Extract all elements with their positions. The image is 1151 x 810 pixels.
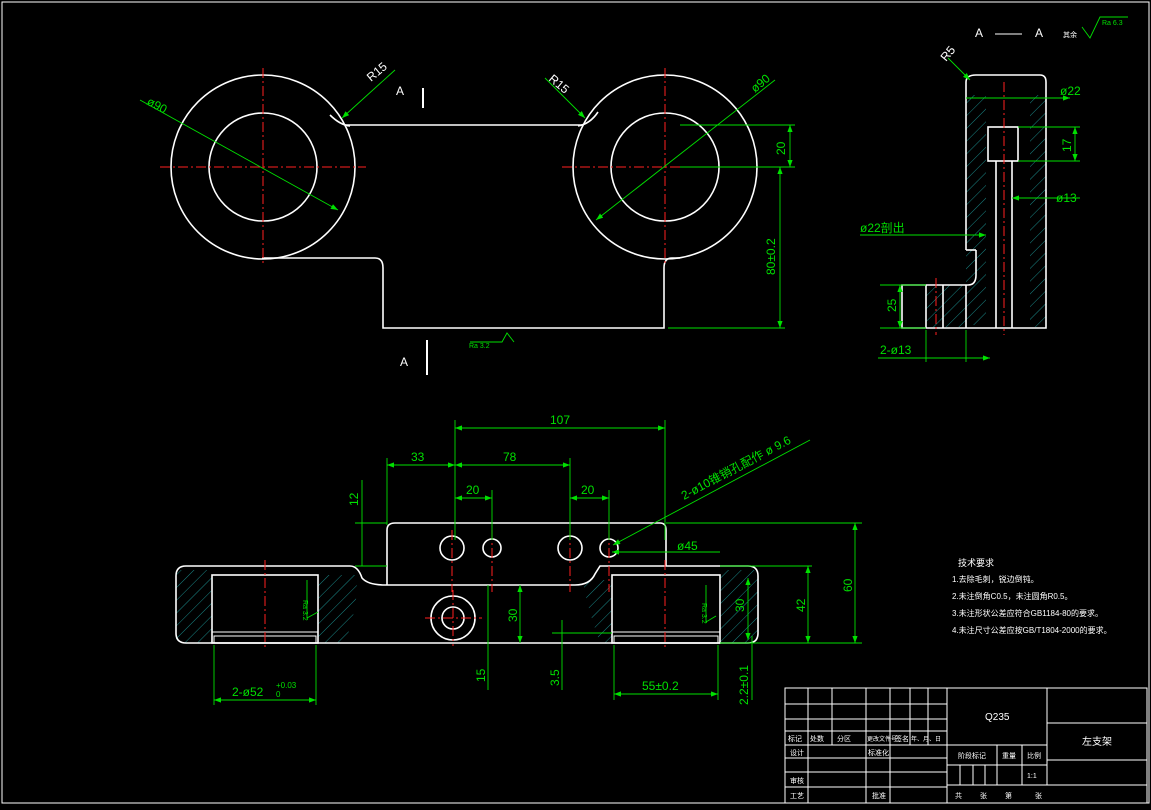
tb-row-process: 工艺 bbox=[790, 792, 804, 800]
section-title-a: A bbox=[975, 26, 983, 40]
dim-d22-through: ø22剖出 bbox=[860, 221, 905, 235]
dim-78: 78 bbox=[503, 450, 517, 464]
top-view bbox=[139, 68, 795, 375]
dim-d52-tol-lower: 0 bbox=[276, 690, 281, 699]
dim-12: 12 bbox=[347, 492, 361, 506]
tb-bottom-2: 第 bbox=[1005, 791, 1012, 800]
tb-header-3: 更改文件号 bbox=[867, 735, 897, 743]
dim-r15-right: R15 bbox=[546, 72, 572, 97]
tech-note-2: 2.未注倒角C0.5，未注圆角R0.5。 bbox=[952, 591, 1072, 601]
tb-bottom-1: 张 bbox=[980, 791, 987, 800]
dim-30-right: 30 bbox=[733, 598, 747, 612]
tb-bottom-3: 张 bbox=[1035, 791, 1042, 800]
tb-row-review: 审核 bbox=[790, 776, 804, 785]
dim-2-d13: 2-ø13 bbox=[880, 343, 912, 357]
dim-20a: 20 bbox=[466, 483, 480, 497]
front-view bbox=[175, 420, 862, 705]
dim-20: 20 bbox=[774, 141, 788, 155]
tb-scale-label: 比例 bbox=[1027, 751, 1041, 760]
dim-15: 15 bbox=[474, 668, 488, 682]
title-block bbox=[784, 687, 1148, 804]
rest-roughness: Ra 6.3 bbox=[1102, 20, 1123, 27]
dim-d45: ø45 bbox=[677, 539, 698, 553]
roughness-top: Ra 3.2 bbox=[469, 343, 490, 350]
tb-scale: 1:1 bbox=[1027, 773, 1037, 780]
section-view bbox=[860, 16, 1128, 362]
tb-header-5: 年、月、日 bbox=[911, 735, 941, 743]
dim-107: 107 bbox=[550, 413, 570, 427]
tb-stage-mark: 阶段标记 bbox=[958, 751, 986, 760]
dim-d22: ø22 bbox=[1060, 84, 1081, 98]
dim-dia-left: ø90 bbox=[145, 94, 170, 116]
dim-55: 55±0.2 bbox=[642, 679, 679, 693]
tb-part-name: 左支架 bbox=[1082, 735, 1112, 748]
tech-note-3: 3.未注形状公差应符合GB1184-80的要求。 bbox=[952, 608, 1103, 618]
dim-60: 60 bbox=[841, 578, 855, 592]
tb-header-4: 签名 bbox=[895, 734, 909, 743]
tech-notes-title: 技术要求 bbox=[958, 557, 994, 568]
dim-42: 42 bbox=[794, 598, 808, 612]
section-title-a2: A bbox=[1035, 26, 1043, 40]
tb-header-0: 标记 bbox=[788, 734, 802, 743]
dim-2-2: 2.2±0.1 bbox=[737, 665, 751, 705]
dim-20b: 20 bbox=[581, 483, 595, 497]
tech-note-1: 1.去除毛刺，锐边倒钝。 bbox=[952, 574, 1039, 584]
roughness-right-bore: Ra 3.2 bbox=[700, 603, 707, 624]
dim-33: 33 bbox=[411, 450, 425, 464]
dim-80: 80±0.2 bbox=[764, 238, 778, 275]
dim-r15-left: R15 bbox=[364, 59, 390, 84]
tb-row-design: 设计 bbox=[790, 748, 804, 757]
dim-dia-right: ø90 bbox=[748, 71, 773, 95]
dim-d13: ø13 bbox=[1056, 191, 1077, 205]
tb-header-2: 分区 bbox=[837, 734, 851, 743]
tb-bottom-0: 共 bbox=[955, 791, 962, 800]
tb-row-approve: 批准 bbox=[872, 791, 886, 800]
dim-25: 25 bbox=[885, 298, 899, 312]
tb-material: Q235 bbox=[985, 712, 1010, 723]
dim-3-5: 3.5 bbox=[548, 669, 562, 686]
tb-weight: 重量 bbox=[1002, 752, 1016, 760]
tb-header-1: 处数 bbox=[810, 734, 824, 743]
roughness-left-bore: Ra 3.2 bbox=[301, 600, 308, 621]
dim-r5: R5 bbox=[938, 43, 959, 64]
dim-17: 17 bbox=[1060, 138, 1074, 152]
dim-30-middle: 30 bbox=[506, 608, 520, 622]
section-mark-bottom: A bbox=[400, 355, 408, 369]
dim-d52-tol-upper: +0.03 bbox=[276, 681, 297, 690]
rest-label: 其余 bbox=[1063, 30, 1077, 39]
section-mark-top: A bbox=[396, 84, 404, 98]
tb-row-standard: 标准化 bbox=[868, 748, 889, 757]
dim-2-d52: 2-ø52 bbox=[232, 685, 264, 699]
pin-note: 2-ø10锥销孔配作 ø 9.6 bbox=[679, 433, 794, 503]
tech-note-4: 4.未注尺寸公差应按GB/T1804-2000的要求。 bbox=[952, 625, 1112, 635]
